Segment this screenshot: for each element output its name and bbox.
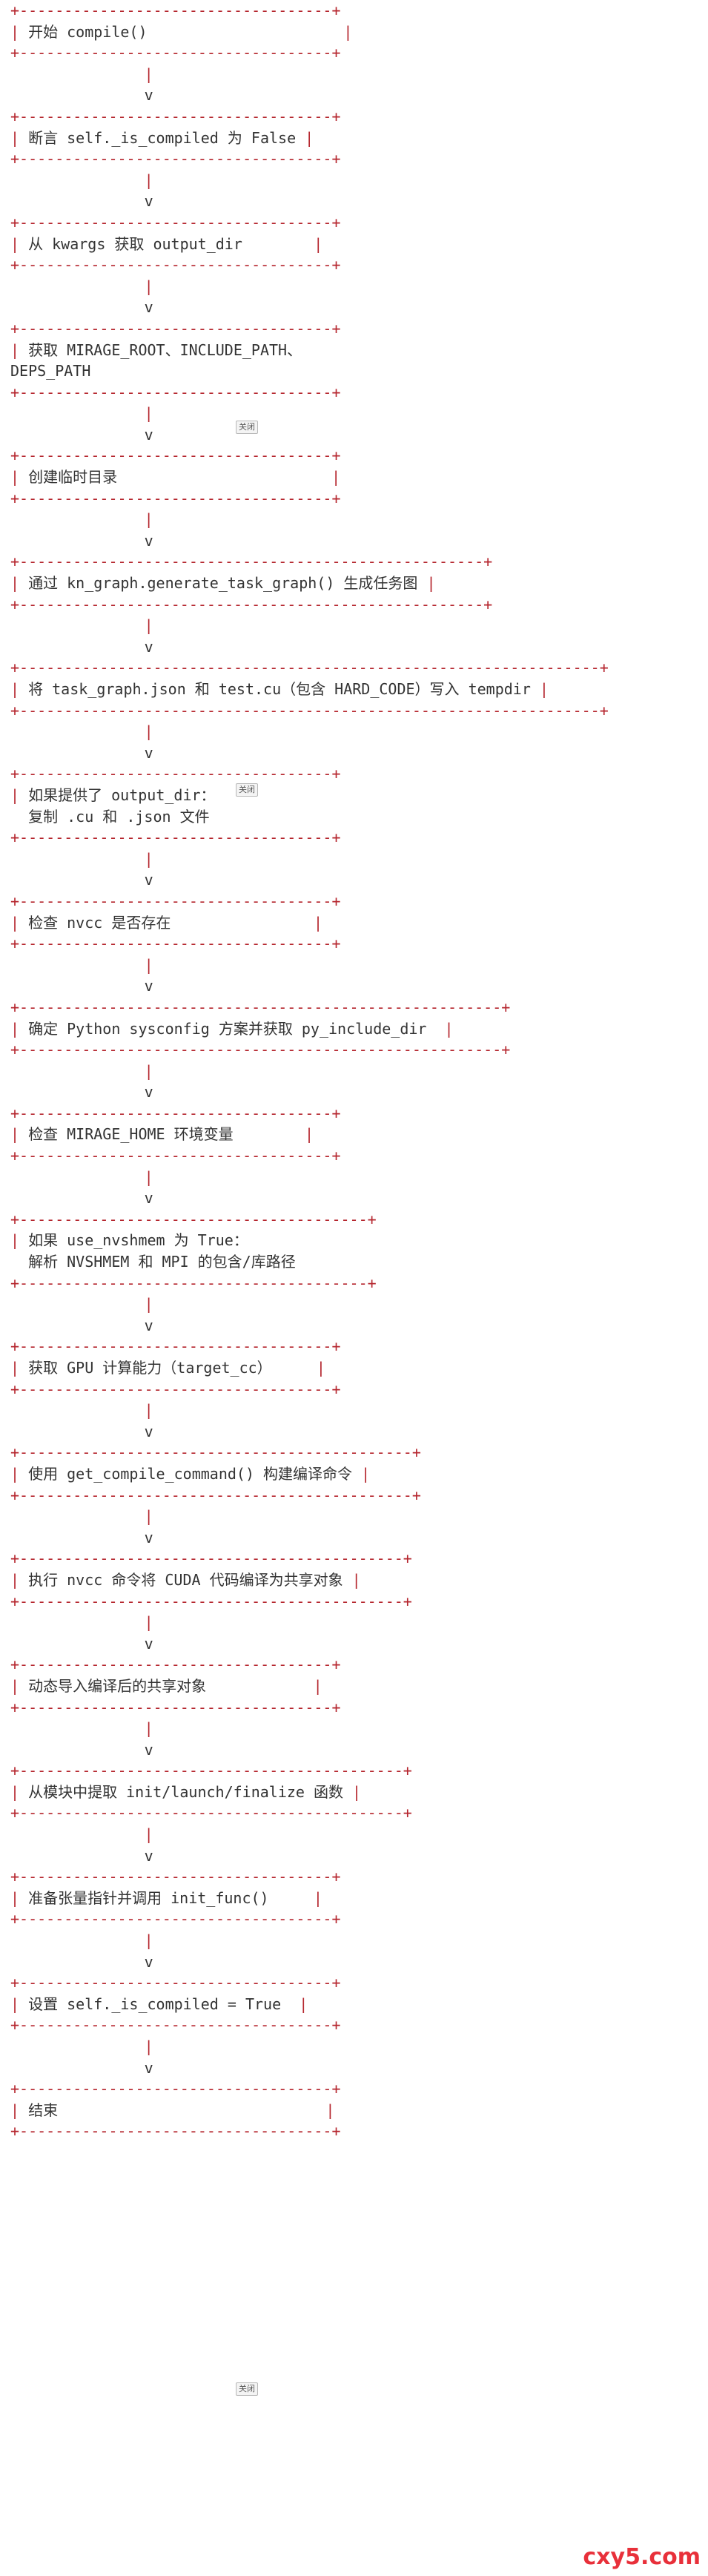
box-start: +-----------------------------------+ | … [10,1,353,62]
box-init-func: +-----------------------------------+ | … [10,1868,341,1928]
box-nvcc-exec: +---------------------------------------… [10,1549,412,1610]
box-nvcc-check: +-----------------------------------+ | … [10,892,341,953]
close-badge[interactable]: 关闭 [236,421,258,434]
arrow-head: v [144,1846,153,1865]
arrow-head: v [144,1422,153,1440]
arrow-head: v [144,192,153,211]
step-gpu-cc-label: 获取 GPU 计算能力（target_cc） [28,1359,272,1377]
close-badge[interactable]: 关闭 [236,2382,258,2396]
arrow-head: v [144,1634,153,1653]
arrow-head: v [144,86,153,105]
step-compile-command-label: 使用 get_compile_command() 构建编译命令 [28,1464,353,1483]
close-badge[interactable]: 关闭 [236,783,258,797]
step-sysconfig-label: 确定 Python sysconfig 方案并获取 py_include_dir [28,1019,427,1038]
box-assert: +-----------------------------------+ | … [10,107,341,168]
step-task-graph-label: 通过 kn_graph.generate_task_graph() 生成任务图 [28,574,418,593]
step-assert-label: 断言 self._is_compiled 为 False [28,128,297,147]
step-write-files-label: 将 task_graph.json 和 test.cu（包含 HARD_CODE… [28,680,531,698]
box-nvshmem: +---------------------------------------… [10,1210,377,1292]
step-output-dir-label: 从 kwargs 获取 output_dir [28,234,242,253]
step-copy-files-label: 如果提供了 output_dir： 复制 .cu 和 .json 文件 [28,785,216,826]
watermark: cxy5.com [583,2544,701,2570]
arrow-head: v [144,425,153,444]
arrow-head: v [144,531,153,550]
arrow-head: v [144,1189,153,1208]
box-sysconfig: +---------------------------------------… [10,998,511,1059]
step-start-label: 开始 compile() [28,22,148,41]
step-set-compiled-label: 设置 self._is_compiled = True [28,1994,282,2013]
box-paths: +-----------------------------------+ | … [10,319,341,401]
arrow-head: v [144,1316,153,1334]
arrow-head: v [144,1528,153,1546]
box-copy-files: +-----------------------------------+ | … [10,765,341,847]
box-write-files: +---------------------------------------… [10,659,609,719]
box-end: +-----------------------------------+ | … [10,2080,341,2141]
box-set-compiled: +-----------------------------------+ | … [10,1974,341,2035]
step-import-label: 动态导入编译后的共享对象 [28,1676,207,1695]
step-extract-label: 从模块中提取 init/launch/finalize 函数 [28,1782,343,1801]
arrow-head: v [144,298,153,317]
step-init-func-label: 准备张量指针并调用 init_func() [28,1888,269,1907]
step-tempdir-label: 创建临时目录 [28,468,118,487]
step-nvshmem-label: 如果 use_nvshmem 为 True： 解析 NVSHMEM 和 MPI … [28,1231,296,1271]
arrow-head: v [144,871,153,889]
arrow-head: v [144,637,153,656]
box-gpu-cc: +-----------------------------------+ | … [10,1337,341,1398]
box-mirage-home: +-----------------------------------+ | … [10,1104,341,1165]
box-extract: +---------------------------------------… [10,1762,412,1822]
box-import: +-----------------------------------+ | … [10,1656,341,1716]
flowchart: +-----------------------------------+ | … [10,0,700,2142]
box-tempdir: +-----------------------------------+ | … [10,447,341,507]
arrow-head: v [144,1083,153,1101]
box-output-dir: +-----------------------------------+ | … [10,213,341,274]
step-end-label: 结束 [28,2101,59,2119]
arrow-head: v [144,1740,153,1759]
box-compile-command: +---------------------------------------… [10,1443,421,1504]
step-nvcc-check-label: 检查 nvcc 是否存在 [28,913,171,932]
step-nvcc-exec-label: 执行 nvcc 命令将 CUDA 代码编译为共享对象 [28,1570,343,1589]
arrow-head: v [144,1952,153,1971]
arrow-head: v [144,977,153,995]
arrow-head: v [144,2058,153,2077]
step-mirage-home-label: 检查 MIRAGE_HOME 环境变量 [28,1125,234,1144]
ascii-flowchart: +-----------------------------------+ | … [10,1,609,2141]
step-paths-label: 获取 MIRAGE_ROOT、INCLUDE_PATH、 DEPS_PATH [10,340,302,381]
arrow-head: v [144,743,153,762]
box-task-graph: +---------------------------------------… [10,553,493,613]
